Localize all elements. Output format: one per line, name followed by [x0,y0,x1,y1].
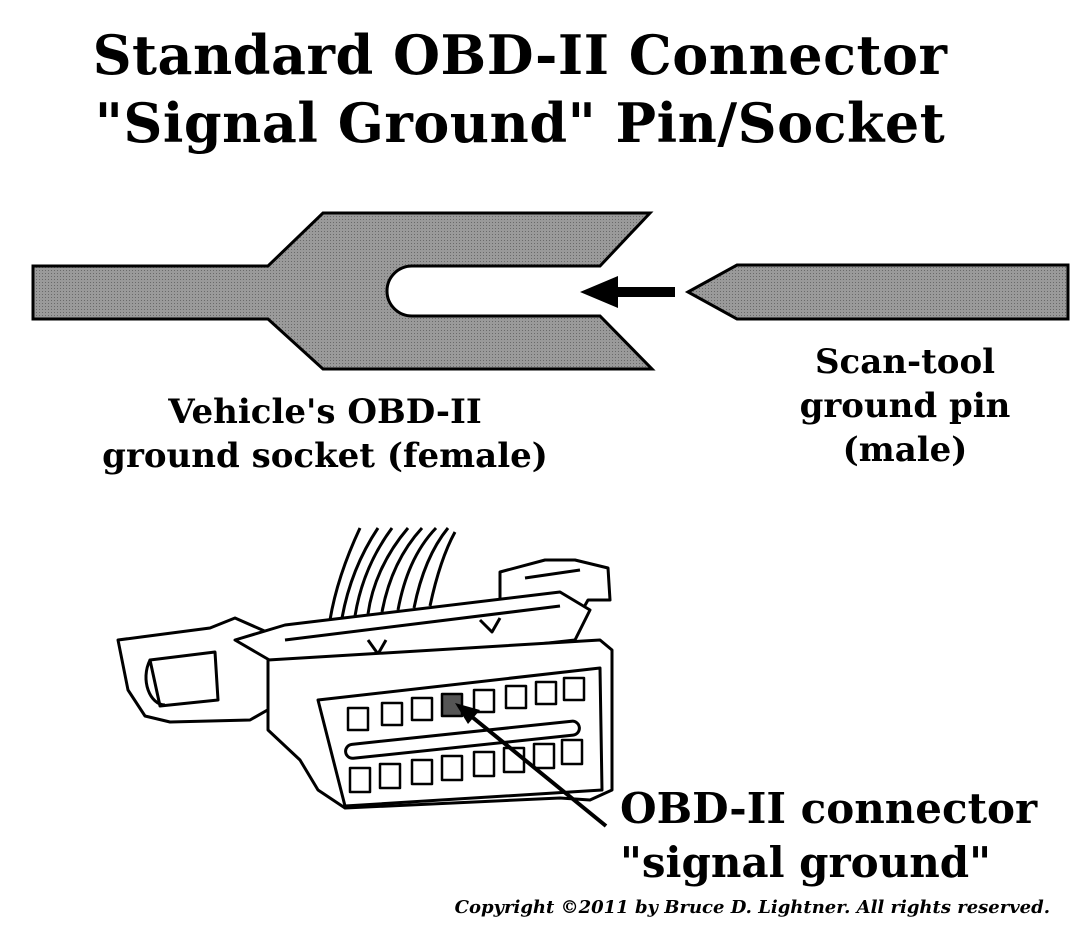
pin-label: Scan-tool ground pin (male) [760,340,1050,472]
wire-bundle [328,526,457,621]
connector-label: OBD-II connector "signal ground" [620,782,1040,890]
connector-label-line1: OBD-II connector [620,784,1038,833]
copyright-notice: Copyright ©2011 by Bruce D. Lightner. Al… [454,897,1050,918]
insertion-arrow [580,276,675,308]
pin-label-line1: Scan-tool [814,342,996,382]
top-pin-row [346,676,586,732]
ground-pin-male [684,263,1070,321]
diagram-title-line1: Standard OBD-II Connector [92,23,948,87]
pin-label-line2: ground pin [799,386,1011,426]
socket-label-line1: Vehicle's OBD-II [168,392,482,432]
callout-arrow [455,703,608,828]
pin-label-line3: (male) [842,430,968,470]
diagram-title-line2: "Signal Ground" Pin/Socket [94,91,946,155]
connector-label-line2: "signal ground" [620,838,992,887]
ground-socket-female [31,211,656,371]
obd2-connector-illustration [116,526,614,810]
socket-label-line2: ground socket (female) [102,436,548,476]
socket-label: Vehicle's OBD-II ground socket (female) [90,390,560,478]
